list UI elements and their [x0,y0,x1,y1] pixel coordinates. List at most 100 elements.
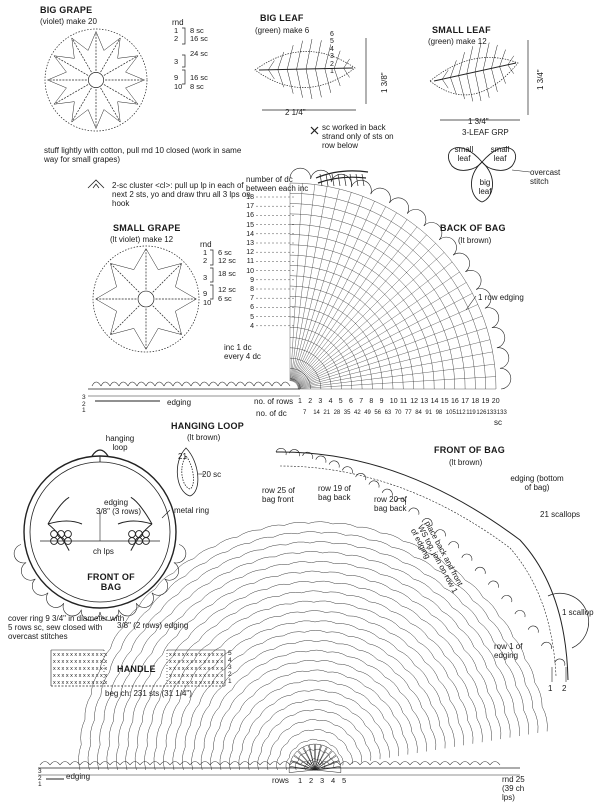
front-chain-loop [327,651,348,657]
front-base-chain [89,761,101,766]
back-dc-column [297,339,491,388]
front-chain-loop [477,670,488,693]
front-chain-loop [333,543,358,548]
grape-leaf-cluster [130,496,153,525]
round-number: 1 [203,248,208,257]
front-chain-loop [200,747,205,771]
front-chain-loop [380,532,404,542]
back-base-chain [163,381,174,387]
side-row-number: 3 [82,394,86,401]
front-base-chain [349,761,361,766]
front-edging-scallop [514,610,526,618]
round-number: 3 [174,56,179,66]
big-grape-round-numbers: 1 2 3 9 10 [174,26,190,91]
front-chain-loop [258,668,277,680]
front-chain-loop [312,580,336,584]
front-chain-loop [448,631,465,650]
front-chain-loop [370,703,385,719]
front-chain-loop [448,677,460,699]
front-chain-loop [129,674,140,698]
front-chain-loop [219,708,230,728]
front-chain-loop [365,725,376,742]
grape-cluster-stitch [110,248,147,270]
handle-row-numbers: 5 4 3 2 1 [228,650,232,685]
front-chain-loop [193,604,213,620]
front-chain-loop [193,643,210,661]
front-chain-loop [130,630,145,651]
big-grape-chart [44,27,186,132]
front-edging-scallop [395,497,406,505]
front-chain-loop [120,628,135,650]
cluster-symbol-icon [87,179,105,189]
back-base-chain [154,381,165,387]
front-chain-loop [329,744,339,754]
front-chain-loop [444,587,463,605]
front-chain-loop [139,653,152,675]
front-of-bag-subtitle: (lt brown) [449,458,483,467]
front-base-chain [229,761,241,766]
rows-axis-value: 2 [308,398,313,405]
round-number: 3 [203,272,208,282]
front-chain-loop [368,539,393,548]
front-chain-loop [273,532,298,538]
front-chain-loop [459,698,468,721]
front-chain-loop [316,640,338,645]
front-chain-loop [278,592,302,597]
ring-edging-scallop [136,592,154,608]
front-chain-loop [493,641,507,664]
dc-between-inc-number: 17 [246,203,254,211]
front-center-petal [293,750,316,771]
front-chain-loop [317,660,338,665]
front-chain-loop [310,709,328,713]
grape-spoke [152,305,182,335]
leaf-vein [343,58,350,69]
back-base-chain [208,381,219,387]
front-chain-loop [232,730,240,750]
grape-spoke [100,87,121,123]
front-chain-loop [411,732,418,754]
front-chain-loop [496,689,506,714]
front-edging-label-bottom: edging [66,772,91,781]
dc-between-inc-number: 7 [250,295,254,303]
front-chain-loop [268,723,280,737]
front-chain-loop [303,610,326,613]
leaf-row-number: 2 [330,60,334,68]
small-leaf-subtitle: (green) make 12 [428,37,487,46]
front-chain-loop [189,583,210,598]
grape-cluster-stitch [71,109,97,129]
front-chain-loop [357,670,376,682]
front-base-chain [39,761,51,766]
front-chain-loop [404,668,420,686]
front-chain-loop [352,712,366,726]
back-edging-scallop [423,222,443,241]
front-chain-loop [337,623,359,630]
stitch-sample-mark [355,173,359,187]
front-edging-scallop [328,460,340,468]
front-base-chain [59,761,71,766]
dc-count-value: 14 [313,410,320,416]
grape-cluster-stitch [145,328,182,350]
grape-cluster-stitch [47,79,67,105]
front-chain-loop [259,703,275,717]
round-count: 24 sc [190,48,208,58]
front-of-bag-title: FRONT OF BAG [434,445,505,455]
ch-lps-label: ch lps [93,547,114,556]
ring-edging-scallop [173,544,187,564]
front-chain-loop [369,601,391,612]
front-base-chain [259,761,271,766]
front-base-chain [169,761,181,766]
ring-edging-scallop [46,592,64,608]
front-center-petal [314,743,321,771]
front-base-chain [389,761,401,766]
inc-note: inc 1 dc every 4 dc [224,343,261,361]
front-chain-loop [421,707,431,729]
front-chain-loop [106,745,110,771]
dc-between-inc-number: 4 [250,322,254,330]
front-chain-loop [444,655,459,676]
front-base-chain [489,761,501,766]
back-base-chain [199,381,210,387]
back-edging-scallop [389,197,409,214]
front-chain-loop [200,665,216,684]
rows-axis-value: 7 [359,398,364,405]
